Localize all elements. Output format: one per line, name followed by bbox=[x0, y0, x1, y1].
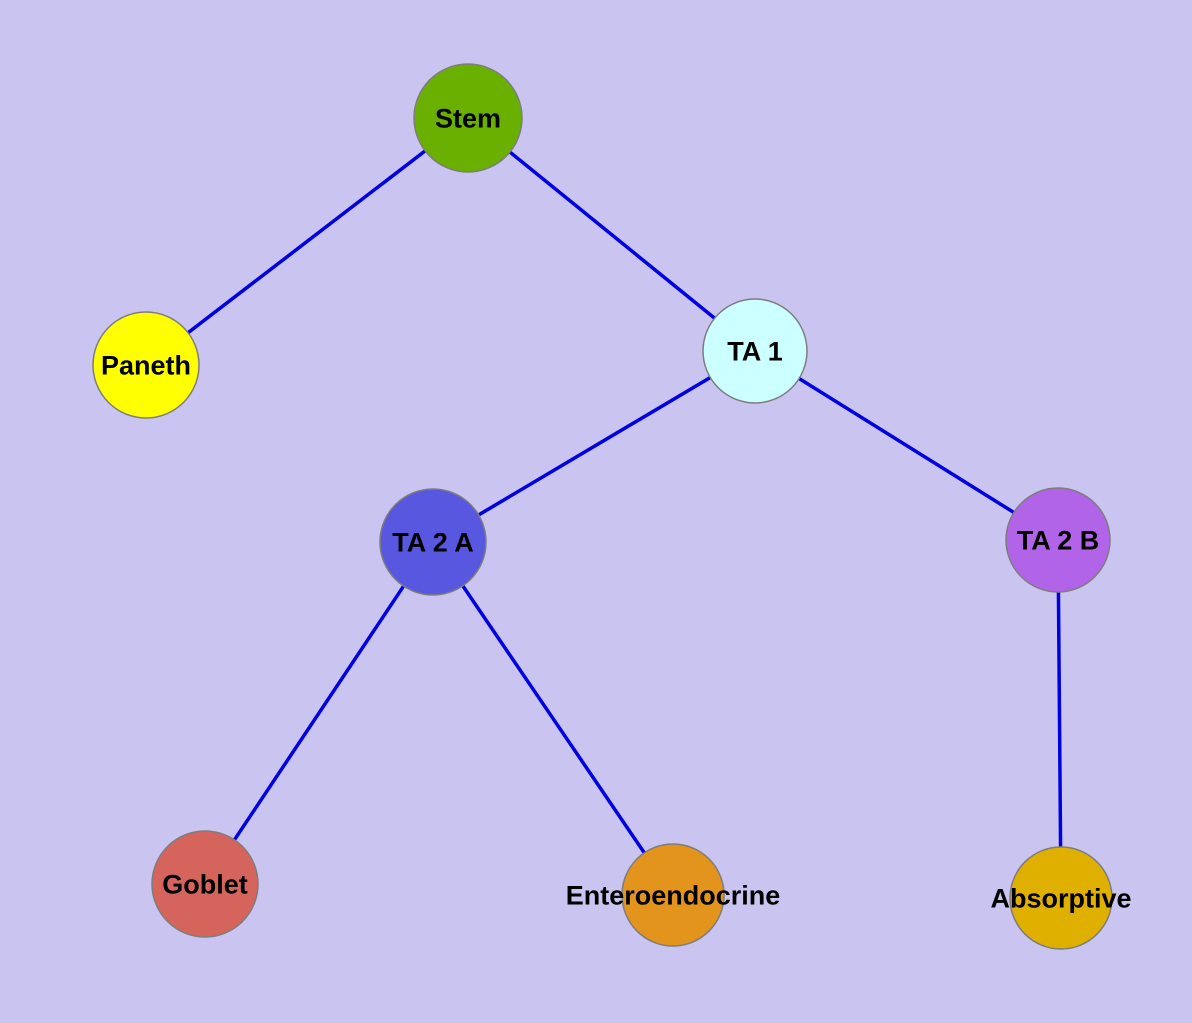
node-ta2b[interactable]: TA 2 B bbox=[1005, 487, 1111, 593]
node-circle-ta2a[interactable] bbox=[379, 488, 487, 596]
node-circle-absorptive[interactable] bbox=[1009, 846, 1113, 950]
node-circle-enteroendocrine[interactable] bbox=[621, 843, 725, 947]
node-circle-goblet[interactable] bbox=[151, 830, 259, 938]
edge-stem-paneth bbox=[144, 116, 470, 367]
node-circle-ta2b[interactable] bbox=[1005, 487, 1111, 593]
node-ta1[interactable]: TA 1 bbox=[702, 298, 808, 404]
node-paneth[interactable]: Paneth bbox=[92, 311, 200, 419]
edge-ta2a-enteroendocrine bbox=[431, 541, 675, 896]
edge-ta2b-absorptive bbox=[1056, 539, 1063, 899]
edge-ta1-ta2b bbox=[754, 349, 1059, 542]
edge-ta2a-goblet bbox=[203, 541, 435, 885]
node-stem[interactable]: Stem bbox=[413, 63, 523, 173]
node-ta2a[interactable]: TA 2 A bbox=[379, 488, 487, 596]
node-circle-paneth[interactable] bbox=[92, 311, 200, 419]
node-circle-ta1[interactable] bbox=[702, 298, 808, 404]
edge-ta1-ta2a bbox=[432, 349, 756, 544]
edge-stem-ta1 bbox=[466, 116, 757, 353]
node-circle-stem[interactable] bbox=[413, 63, 523, 173]
node-goblet[interactable]: Goblet bbox=[151, 830, 259, 938]
